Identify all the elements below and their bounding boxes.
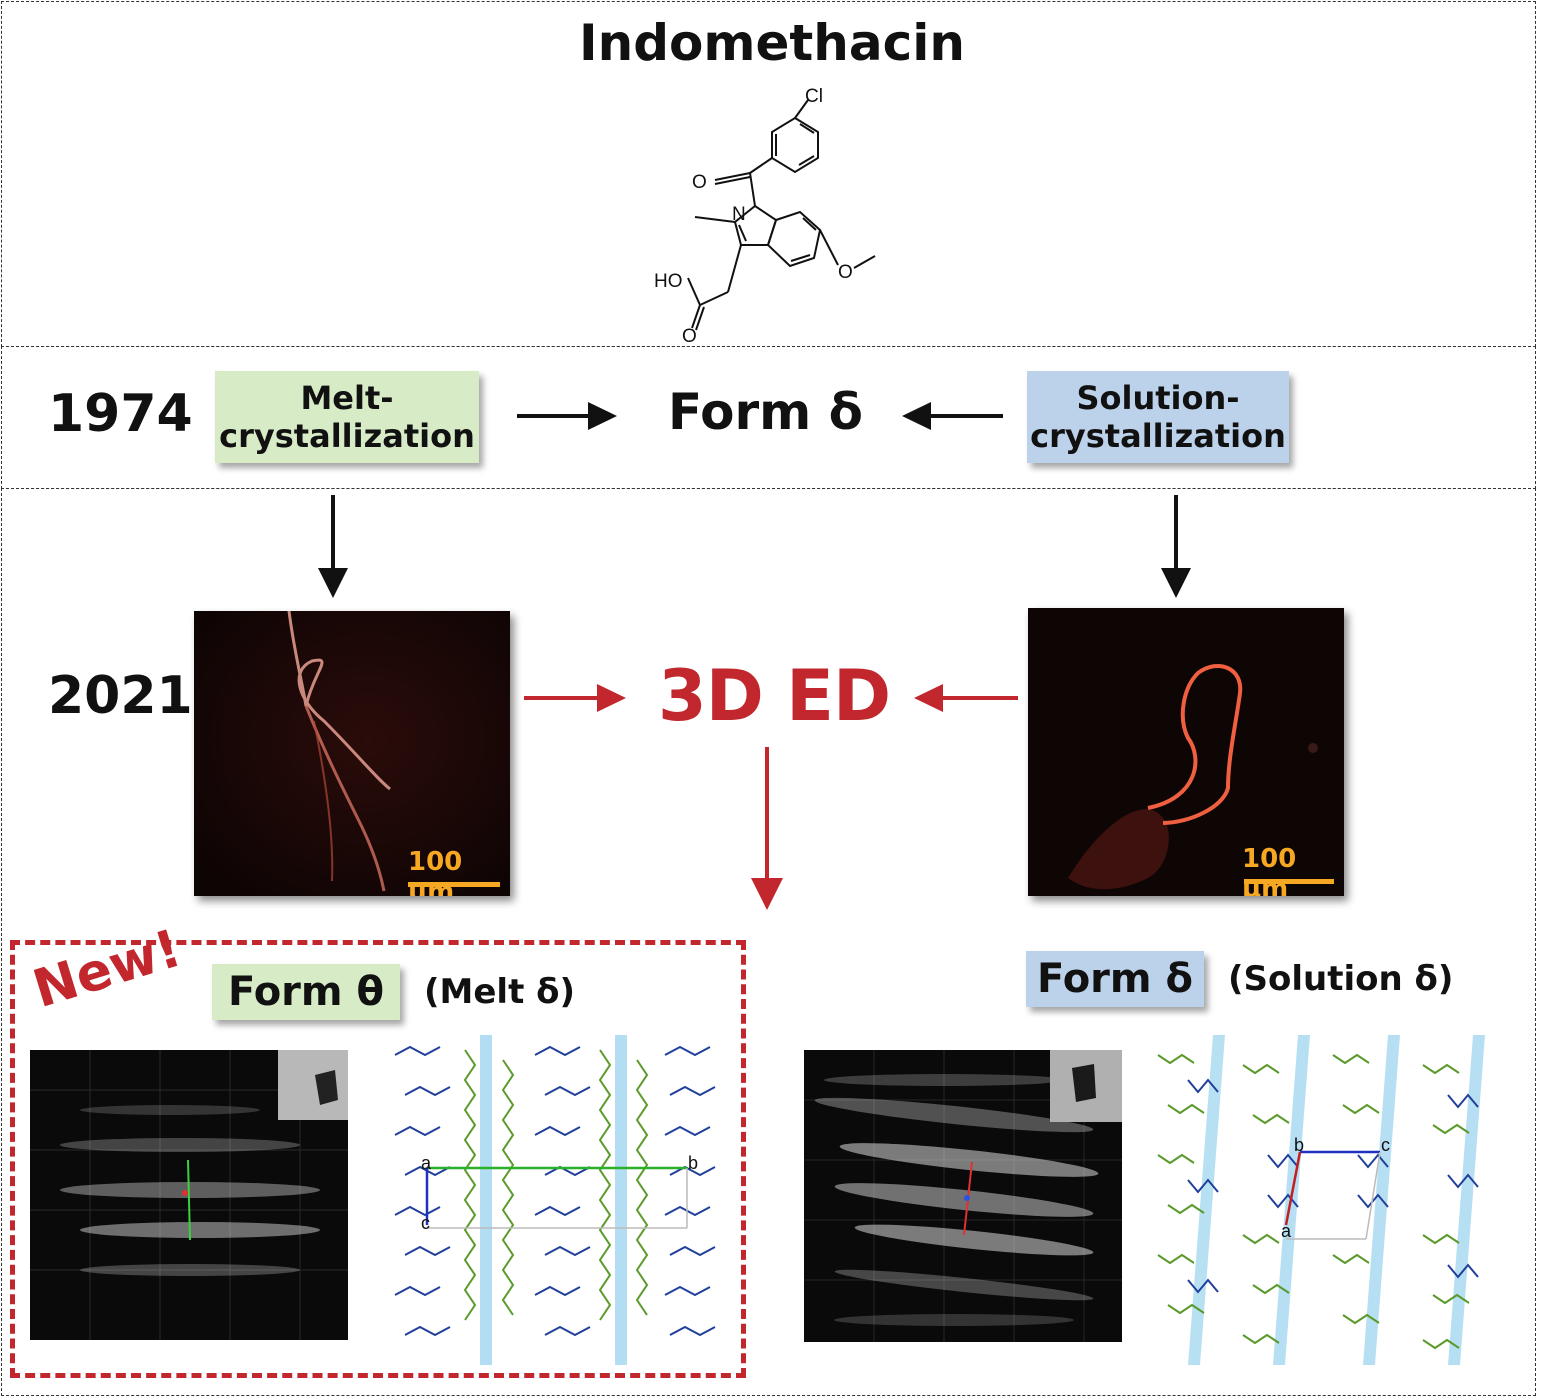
- form-delta-label: Form δ: [1037, 956, 1193, 1002]
- form-theta-label: Form θ: [228, 969, 384, 1015]
- solution-micrograph: 100 µm: [1028, 608, 1344, 896]
- arrow-red-right-to-ed-head: [914, 684, 943, 712]
- axis-c-theta: c: [421, 1213, 430, 1233]
- melt-crystallization-label: Melt- crystallization: [219, 378, 475, 455]
- atom-o-acid: O: [682, 326, 697, 345]
- diffraction-pattern-delta: [804, 1050, 1122, 1342]
- melt-micrograph: 100 µm: [194, 611, 510, 896]
- scale-bar-left: [408, 882, 500, 887]
- axis-c-delta: c: [1381, 1135, 1390, 1155]
- section-2021-frame: [1, 488, 1536, 1396]
- form-delta-packing: b c a: [1148, 1035, 1528, 1365]
- arrow-solution-down-head: [1161, 568, 1191, 598]
- atom-cl: Cl: [805, 86, 823, 107]
- new-form-highlight-frame: [10, 940, 746, 1378]
- solution-crystallization-box: Solution- crystallization: [1027, 371, 1289, 463]
- atom-ho: HO: [654, 271, 683, 292]
- scale-label-right: 100 µm: [1242, 844, 1297, 896]
- melt-fiber-image: [194, 611, 510, 896]
- axis-a-delta: a: [1281, 1221, 1292, 1241]
- axis-b-delta: b: [1294, 1135, 1304, 1155]
- form-delta-box: Form δ: [1026, 951, 1204, 1007]
- scale-bar-right: [1244, 879, 1334, 884]
- arrow-red-down-head: [751, 878, 783, 910]
- arrow-solution-to-form-head: [902, 402, 931, 430]
- solution-crystallization-label: Solution- crystallization: [1030, 378, 1286, 455]
- form-theta-box: Form θ: [212, 964, 400, 1020]
- indomethacin-structure: Cl O N O HO O: [654, 86, 876, 345]
- year-1974: 1974: [48, 384, 193, 444]
- solution-delta-paren: (Solution δ): [1228, 959, 1454, 999]
- form-theta-packing: a b c: [385, 1035, 730, 1365]
- atom-o-methoxy: O: [838, 262, 853, 283]
- arrow-melt-down-head: [318, 568, 348, 598]
- diffraction-pattern-theta: [30, 1050, 348, 1340]
- page-title: Indomethacin: [579, 14, 965, 72]
- solution-fiber-image: [1028, 608, 1344, 896]
- melt-crystallization-box: Melt- crystallization: [215, 371, 479, 463]
- scale-label-left: 100 µm: [408, 847, 463, 896]
- atom-n: N: [732, 204, 746, 225]
- atom-o-carbonyl: O: [692, 172, 707, 193]
- form-theta-diffraction: [30, 1050, 348, 1340]
- packing-diagram-delta: b c a: [1157, 1035, 1485, 1365]
- form-delta-diffraction: [804, 1050, 1122, 1342]
- axis-b-theta: b: [688, 1153, 698, 1173]
- packing-diagram-theta: a b c: [394, 1035, 716, 1365]
- 3d-ed-label: 3D ED: [658, 655, 891, 737]
- arrow-red-left-to-ed-head: [597, 684, 626, 712]
- form-delta-1974: Form δ: [668, 383, 863, 441]
- year-2021: 2021: [48, 666, 193, 726]
- melt-delta-paren: (Melt δ): [424, 972, 576, 1012]
- axis-a-theta: a: [421, 1153, 432, 1173]
- arrow-melt-to-form-head: [588, 402, 617, 430]
